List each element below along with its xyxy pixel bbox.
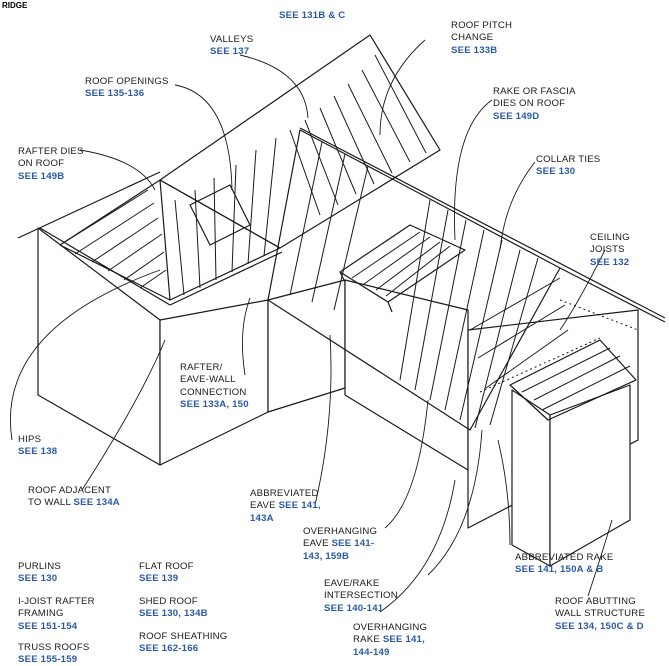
label-roof-pitch-change: ROOF PITCH CHANGE SEE 133B	[451, 20, 513, 56]
flat-roof	[339, 224, 466, 303]
label-roof-openings: ROOF OPENINGS SEE 135-136	[85, 76, 169, 100]
hip-line	[159, 179, 171, 301]
label-overhanging-rake: OVERHANGING RAKE SEE 141, 144-149	[353, 622, 428, 658]
corner-caption: RIDGE	[2, 1, 28, 10]
label-ceiling-joists: CEILING JOISTS SEE 132	[590, 232, 630, 268]
shed-roof	[509, 339, 637, 421]
label-collar-ties: COLLAR TIES SEE 130	[536, 154, 601, 178]
label-truss-roofs: TRUSS ROOFS SEE 155-159	[18, 642, 90, 666]
left-hip-roof-ridge-plane	[159, 34, 441, 249]
label-roof-abutting: ROOF ABUTTING WALL STRUCTURE SEE 134, 15…	[555, 596, 646, 632]
main-ridge	[299, 127, 666, 319]
label-rake-fascia: RAKE OR FASCIA DIES ON ROOF SEE 149D	[493, 86, 576, 122]
bump-out-end-wall	[344, 279, 469, 471]
label-shed-roof: SHED ROOF SEE 130, 134B	[139, 596, 208, 620]
roof-opening	[189, 184, 251, 246]
label-eave-rake: EAVE/RAKE INTERSECTION SEE 140-141	[324, 578, 398, 614]
label-overhanging-eave: OVERHANGING EAVE SEE 141- 143, 159B	[303, 526, 378, 562]
label-top-reference: SEE 131B & C	[279, 10, 346, 21]
left-rake-eave	[39, 227, 171, 306]
label-roof-adjacent: ROOF ADJACENT TO WALL SEE 134A	[28, 485, 120, 509]
label-abbreviated-eave: ABBREVIATED EAVE SEE 141, 143A	[250, 488, 321, 524]
left-front-eave	[169, 251, 283, 306]
label-ijoist: I-JOIST RAFTER FRAMING SEE 151-154	[18, 596, 95, 632]
label-purlins: PURLINS SEE 130	[18, 561, 61, 585]
main-right-rake	[559, 267, 666, 323]
label-abbreviated-rake: ABBREVIATED RAKE SEE 141, 150A & B	[515, 552, 614, 576]
label-roof-sheathing: ROOF SHEATHING SEE 162-166	[139, 631, 228, 655]
label-flat-roof: FLAT ROOF SEE 139	[139, 561, 194, 585]
middle-front-wall	[267, 279, 346, 413]
shed-wall-front	[549, 384, 631, 567]
label-hips: HIPS SEE 138	[18, 434, 58, 458]
label-valleys: VALLEYS SEE 137	[210, 34, 254, 58]
label-rafter-dies: RAFTER DIES ON ROOF SEE 149B	[18, 146, 84, 182]
label-rafter-eave-wall: RAFTER/ EAVE-WALL CONNECTION SEE 133A, 1…	[180, 362, 249, 411]
left-eave-edge	[17, 171, 161, 239]
